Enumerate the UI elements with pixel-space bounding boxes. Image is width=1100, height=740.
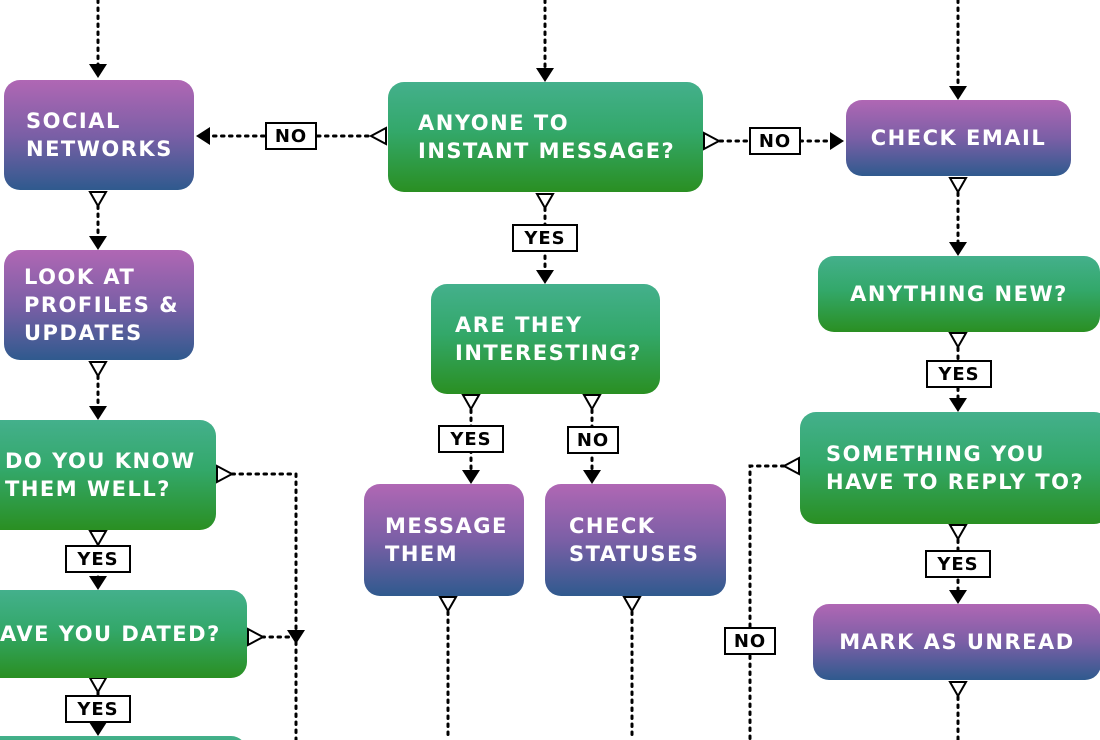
port-email-bottom	[948, 177, 968, 195]
node-social-networks: SOCIAL NETWORKS	[4, 80, 194, 190]
label-know-yes: YES	[65, 545, 131, 573]
label-reply-no: NO	[724, 627, 776, 655]
label-im-yes: YES	[512, 224, 578, 252]
node-mark-as-unread: MARK AS UNREAD	[813, 604, 1100, 680]
arrowhead-statuses	[583, 470, 601, 484]
node-social-networks-label: SOCIAL NETWORKS	[26, 109, 173, 161]
label-reply-yes: YES	[925, 550, 991, 578]
node-anything-new: ANYTHING NEW?	[818, 256, 1100, 332]
node-message-them-label: MESSAGE THEM	[385, 514, 508, 566]
port-interesting-yes	[461, 394, 481, 412]
label-dated-yes: YES	[65, 695, 131, 723]
arrowhead-entry-left	[89, 64, 107, 78]
node-have-you-dated-label: AVE YOU DATED?	[0, 622, 221, 646]
port-new-bottom	[948, 332, 968, 350]
port-dated-bottom	[88, 677, 108, 695]
node-check-statuses: CHECK STATUSES	[545, 484, 726, 596]
arrowhead-dated	[89, 576, 107, 590]
port-social-bottom	[88, 191, 108, 209]
port-dated-right	[247, 627, 266, 647]
node-message-them: MESSAGE THEM	[364, 484, 524, 596]
arrowhead-interesting	[536, 270, 554, 284]
port-statuses-bottom	[622, 596, 642, 614]
connector-know-no	[230, 472, 298, 740]
arrowhead-entry-right	[949, 86, 967, 100]
node-something-to-reply-label: SOMETHING YOU HAVE TO REPLY TO?	[826, 442, 1085, 494]
node-anything-new-label: ANYTHING NEW?	[850, 282, 1068, 306]
label-anything-new-yes: YES	[926, 360, 992, 388]
arrowhead-social-networks	[196, 127, 210, 145]
node-check-email-label: CHECK EMAIL	[870, 126, 1047, 150]
port-im-right	[703, 131, 722, 151]
arrowhead-dated-no	[287, 630, 305, 644]
arrowhead-check-email	[830, 132, 844, 150]
node-are-they-interesting: ARE THEY INTERESTING?	[431, 284, 660, 394]
arrowhead-profiles	[89, 236, 107, 250]
port-reply-left	[781, 456, 800, 476]
node-anyone-to-instant-message-label: ANYONE TO INSTANT MESSAGE?	[418, 111, 676, 163]
port-im-bottom	[535, 193, 555, 211]
node-check-statuses-label: CHECK STATUSES	[569, 514, 700, 566]
label-im-no-left: NO	[265, 122, 317, 150]
arrowhead-anything-new	[949, 242, 967, 256]
label-interesting-yes: YES	[438, 425, 504, 453]
node-look-at-profiles: LOOK AT PROFILES & UPDATES	[4, 250, 194, 360]
port-unread-bottom	[948, 681, 968, 699]
port-reply-bottom	[948, 524, 968, 542]
arrowhead-know	[89, 406, 107, 420]
arrowhead-message	[462, 470, 480, 484]
arrowhead-mark-unread	[949, 590, 967, 604]
label-im-no-right: NO	[749, 127, 801, 155]
node-do-you-know-them-well-label: DO YOU KNOW THEM WELL?	[5, 449, 196, 501]
node-do-you-know-them-well: DO YOU KNOW THEM WELL?	[0, 420, 216, 530]
port-know-right	[216, 464, 235, 484]
port-interesting-no	[582, 394, 602, 412]
port-know-bottom	[88, 530, 108, 548]
node-have-you-dated: AVE YOU DATED?	[0, 590, 247, 678]
node-next-partial	[0, 736, 247, 740]
label-interesting-no: NO	[567, 426, 619, 454]
node-are-they-interesting-label: ARE THEY INTERESTING?	[455, 313, 642, 365]
connector-reply-no	[748, 464, 786, 740]
arrowhead-entry-center	[536, 68, 554, 82]
arrowhead-something-reply	[949, 398, 967, 412]
port-message-bottom	[438, 596, 458, 614]
arrowhead-dated-yes	[89, 722, 107, 736]
node-something-to-reply: SOMETHING YOU HAVE TO REPLY TO?	[800, 412, 1100, 524]
node-mark-as-unread-label: MARK AS UNREAD	[839, 630, 1075, 654]
node-look-at-profiles-label: LOOK AT PROFILES & UPDATES	[24, 265, 180, 345]
port-profiles-bottom	[88, 361, 108, 379]
port-im-left	[368, 126, 387, 146]
node-check-email: CHECK EMAIL	[846, 100, 1071, 176]
node-anyone-to-instant-message: ANYONE TO INSTANT MESSAGE?	[388, 82, 703, 192]
